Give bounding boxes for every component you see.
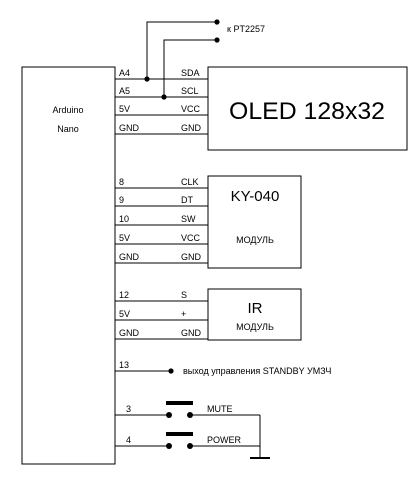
ir-module-block — [207, 288, 302, 341]
pin-12: 12 — [119, 290, 129, 300]
pin-ir-plus: + — [181, 309, 186, 319]
oled-title: OLED 128x32 — [229, 98, 385, 125]
terminal-scl-pt2257 — [214, 37, 220, 43]
nano-label: Nano — [57, 124, 79, 134]
arduino-nano-block — [21, 66, 116, 465]
pin-oled-gnd-mcu: GND — [119, 123, 140, 133]
pin-a4: A4 — [119, 68, 130, 78]
ir-subtitle: МОДУЛЬ — [236, 322, 274, 332]
junction-scl — [161, 94, 167, 100]
pin-sda: SDA — [181, 68, 200, 78]
pin-enc-gnd-mcu: GND — [119, 252, 140, 262]
ky040-title: KY-040 — [231, 188, 280, 205]
pin-ir-s: S — [181, 290, 187, 300]
pin-9: 9 — [119, 195, 124, 205]
pin-ir-5v: 5V — [119, 309, 130, 319]
power-contact-right — [187, 443, 193, 449]
ir-title: IR — [248, 300, 263, 317]
ky040-subtitle: МОДУЛЬ — [236, 235, 274, 245]
standby-label: выход управления STANDBY УМЗЧ — [183, 366, 331, 376]
pin-sw: SW — [181, 214, 196, 224]
mute-button-actuator — [166, 401, 193, 405]
wire-sda-pt2257 — [146, 21, 216, 79]
mute-label: MUTE — [207, 404, 233, 414]
pin-10: 10 — [119, 214, 129, 224]
pin-oled-gnd: GND — [181, 123, 202, 133]
arduino-label: Arduino — [52, 105, 83, 115]
pin-oled-vcc: VCC — [181, 104, 201, 114]
pin-ir-gnd: GND — [181, 328, 202, 338]
pin-enc-gnd: GND — [181, 252, 202, 262]
pin-8: 8 — [119, 177, 124, 187]
pin-enc-vcc: VCC — [181, 233, 201, 243]
power-button-actuator — [166, 432, 193, 436]
ky040-module-block — [207, 175, 302, 269]
power-label: POWER — [207, 435, 242, 445]
pin-ir-gnd-mcu: GND — [119, 328, 140, 338]
pin-a5: A5 — [119, 86, 130, 96]
oled-display-block — [207, 66, 408, 151]
pt2257-label: к PT2257 — [227, 24, 265, 34]
pin-13: 13 — [119, 360, 129, 370]
mute-contact-left — [166, 412, 172, 418]
junction-sda — [144, 76, 150, 82]
pin-enc-5v: 5V — [119, 233, 130, 243]
pin-4: 4 — [126, 435, 131, 445]
pin-3: 3 — [126, 404, 131, 414]
terminal-standby — [168, 368, 174, 374]
pin-oled-5v: 5V — [119, 104, 130, 114]
pin-clk: CLK — [181, 177, 199, 187]
pin-scl: SCL — [181, 86, 199, 96]
mute-contact-right — [187, 412, 193, 418]
terminal-sda-pt2257 — [214, 19, 220, 25]
wire-scl-pt2257 — [163, 39, 216, 97]
power-contact-left — [166, 443, 172, 449]
pin-dt: DT — [181, 195, 193, 205]
